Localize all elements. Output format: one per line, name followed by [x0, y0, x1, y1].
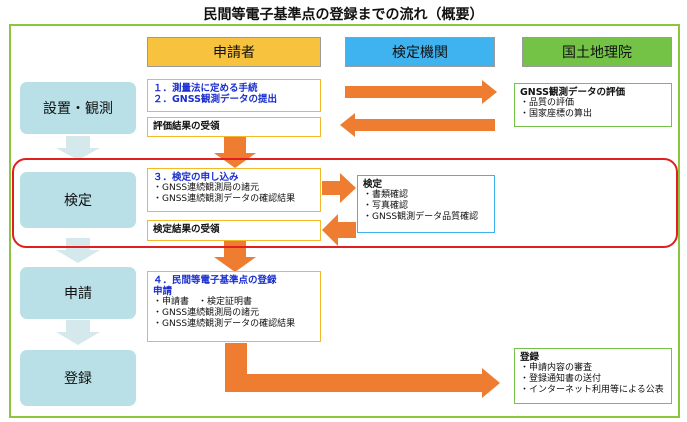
evaluation-title: GNSS観測データの評価	[520, 87, 626, 98]
application-item: ・GNSS連続観測局の諸元	[153, 308, 260, 318]
inspection-receipt-label: 検定結果の受領	[153, 224, 220, 235]
inspection-title: 検定	[363, 179, 383, 190]
application-item: ・申請書 ・検定証明書	[153, 297, 253, 307]
application-title-1: ４．民間等電子基準点の登録	[153, 275, 277, 286]
apply-inspection-item: ・GNSS連続観測局の諸元	[153, 183, 260, 193]
application-title-2: 申請	[153, 286, 173, 297]
inspection-item: ・写真確認	[363, 201, 409, 211]
eval-receipt-label: 評価結果の受領	[153, 121, 220, 132]
step-application: 申請	[20, 267, 136, 319]
inspection-item: ・書類確認	[363, 190, 409, 200]
arrow-down-1	[214, 137, 256, 168]
registration-item: ・登録通知書の送付	[520, 374, 602, 384]
arrow-down-2	[214, 241, 256, 272]
arrow-submit-data	[345, 80, 497, 104]
step-inspection: 検定	[20, 172, 136, 228]
header-applicant: 申請者	[147, 37, 321, 67]
procedure-line-2: ２．GNSS観測データの提出	[153, 94, 278, 105]
eval-receipt-box: 評価結果の受領	[147, 117, 321, 137]
procedure-line-1: １．測量法に定める手続	[153, 83, 258, 94]
step-arrow-2	[56, 238, 100, 263]
gsi-evaluation-box: GNSS観測データの評価 ・品質の評価 ・国家座標の算出	[514, 83, 672, 127]
inspection-box: 検定 ・書類確認 ・写真確認 ・GNSS観測データ品質確認	[357, 175, 495, 233]
application-item: ・GNSS連続観測データの確認結果	[153, 319, 296, 329]
evaluation-item: ・国家座標の算出	[520, 109, 593, 119]
inspection-receipt-box: 検定結果の受領	[147, 220, 321, 241]
registration-item: ・申請内容の審査	[520, 363, 593, 373]
apply-inspection-item: ・GNSS連続観測データの確認結果	[153, 194, 296, 204]
registration-item: ・インターネット利用等による公表	[520, 385, 664, 395]
step-setup: 設置・観測	[20, 82, 136, 134]
arrow-eval-result	[340, 113, 495, 137]
registration-application-box: ４．民間等電子基準点の登録 申請 ・申請書 ・検定証明書 ・GNSS連続観測局の…	[147, 271, 321, 342]
step-arrow-1	[56, 136, 100, 160]
gsi-registration-box: 登録 ・申請内容の審査 ・登録通知書の送付 ・インターネット利用等による公表	[514, 348, 672, 404]
arrow-register	[225, 343, 500, 398]
inspection-highlight	[12, 158, 678, 248]
applicant-procedure-box: １．測量法に定める手続 ２．GNSS観測データの提出	[147, 79, 321, 112]
inspection-item: ・GNSS観測データ品質確認	[363, 212, 479, 222]
header-inspector: 検定機関	[345, 37, 495, 67]
header-gsi: 国土地理院	[522, 37, 672, 67]
arrow-inspection-result	[322, 214, 356, 246]
step-arrow-3	[56, 320, 100, 345]
registration-title: 登録	[520, 352, 540, 363]
evaluation-item: ・品質の評価	[520, 98, 575, 108]
step-registration: 登録	[20, 350, 136, 406]
arrow-apply-inspection	[322, 173, 356, 203]
apply-inspection-box: ３．検定の申し込み ・GNSS連続観測局の諸元 ・GNSS連続観測データの確認結…	[147, 168, 321, 212]
apply-inspection-title: ３．検定の申し込み	[153, 172, 239, 183]
page-title: 民間等電子基準点の登録までの流れ（概要）	[203, 7, 484, 23]
